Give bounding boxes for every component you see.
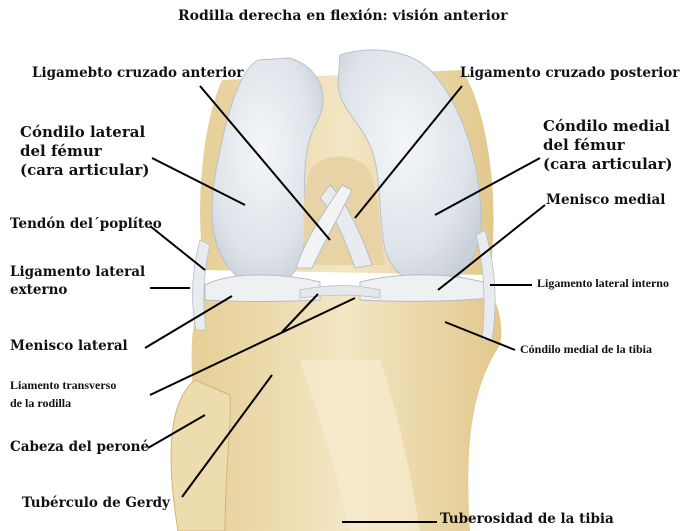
label-tuberculo-gerdy: Tubérculo de Gerdy — [22, 496, 170, 512]
diagram-title: Rodilla derecha en flexión: visión anter… — [178, 8, 508, 24]
fibula-head — [171, 380, 230, 531]
label-condilo-medial-femur: Cóndilo medial del fémur (cara articular… — [543, 117, 673, 173]
label-ligamento-transverso: Liamento transverso de la rodilla — [10, 376, 116, 412]
label-tuberosidad-tibia: Tuberosidad de la tibia — [440, 512, 614, 528]
label-ligamento-lateral-interno: Ligamento lateral interno — [537, 277, 669, 291]
label-cabeza-perone: Cabeza del peroné — [10, 440, 149, 456]
label-condilo-medial-tibia: Cóndilo medial de la tibia — [520, 343, 652, 357]
label-cruzado-anterior: Ligamebto cruzado anterior — [32, 66, 244, 82]
leader-tendon-popliteo — [150, 226, 205, 270]
label-tendon-popliteo: Tendón del´poplíteo — [10, 217, 162, 233]
label-condilo-lateral-femur: Cóndilo lateral del fémur (cara articula… — [20, 123, 150, 181]
label-ligamento-lateral-externo: Ligamento lateral externo — [10, 263, 145, 299]
label-menisco-medial: Menisco medial — [546, 193, 665, 209]
label-menisco-lateral: Menisco lateral — [10, 339, 128, 355]
label-cruzado-posterior: Ligamento cruzado posterior — [460, 66, 679, 82]
